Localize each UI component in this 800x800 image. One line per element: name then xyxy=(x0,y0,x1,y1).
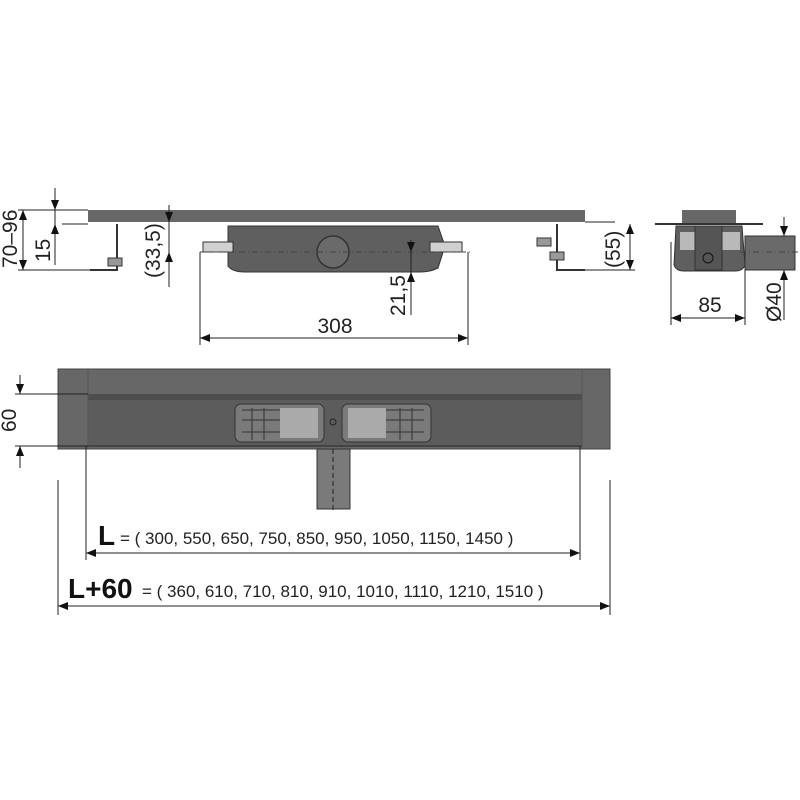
section-view: 85 Ø40 xyxy=(655,210,800,325)
bolt-icon xyxy=(536,237,565,261)
bolt-icon xyxy=(107,257,123,267)
dim-channel-width: 60 xyxy=(0,409,21,432)
dim-plate: 15 xyxy=(32,239,55,262)
length-values: = ( 300, 550, 650, 750, 850, 950, 1050, … xyxy=(120,529,513,548)
dim-body-depth: (33,5) xyxy=(142,223,165,278)
right-bracket xyxy=(556,224,585,271)
outlet-spigot xyxy=(744,235,796,271)
total-length-values: = ( 360, 610, 710, 810, 910, 1010, 1110,… xyxy=(142,582,544,601)
grate-insert-left xyxy=(234,403,325,443)
grate-insert-right xyxy=(341,403,432,443)
length-label: L xyxy=(98,520,115,551)
total-length-label: L+60 xyxy=(68,573,133,604)
left-bracket xyxy=(90,224,118,271)
side-view: 308 21,5 (33,5) 70–96 15 (55) xyxy=(0,188,635,345)
right-flange xyxy=(429,241,463,253)
dim-outlet-axis: 21,5 xyxy=(387,275,410,316)
dim-width-308: 308 xyxy=(317,315,352,338)
top-view: 60 L = ( 300, 550, 650, 750, 850, 950, 1… xyxy=(0,368,611,615)
dim-outlet-diameter: Ø40 xyxy=(763,282,786,322)
dim-section-width: 85 xyxy=(698,294,721,317)
left-flange xyxy=(202,241,234,253)
dim-bracket-height: (55) xyxy=(602,231,625,268)
grate-plate xyxy=(88,210,585,222)
dim-total-height: 70–96 xyxy=(0,210,22,268)
center-screw-icon xyxy=(329,418,337,426)
